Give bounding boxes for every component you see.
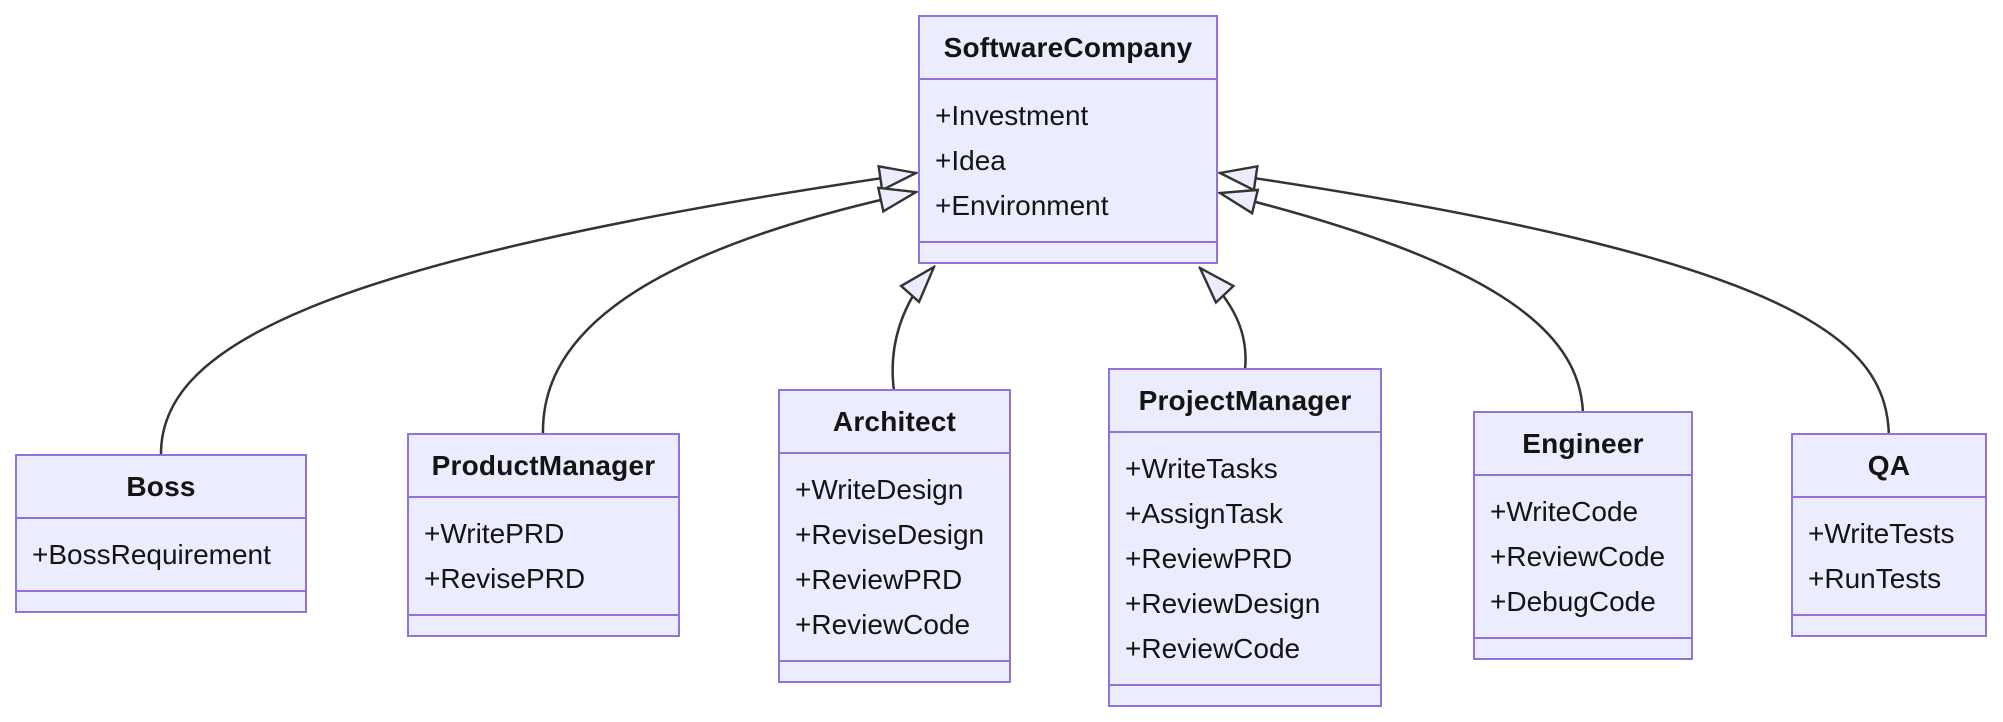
- inheritance-edge-boss-to-softwarecompany: [159, 173, 916, 457]
- class-member-label: +ReviewCode: [795, 609, 971, 640]
- class-node-productmanager: ProductManager +WritePRD +RevisePRD: [407, 433, 680, 637]
- class-members-section: +WriteTasks +AssignTask +ReviewPRD +ReviewD…: [1110, 431, 1380, 684]
- class-name-label: ProductManager: [431, 450, 656, 481]
- class-members-section: +WriteCode +ReviewCode +DebugCode: [1475, 474, 1691, 637]
- class-member-label: +Investment: [935, 100, 1089, 131]
- class-member-label: +ReviewDesign: [1125, 588, 1321, 619]
- class-node-architect: Architect +WriteDesign +ReviseDesign +Revie…: [778, 389, 1011, 683]
- class-methods-empty-section: [920, 241, 1216, 262]
- class-methods-empty-section: [1793, 614, 1985, 635]
- class-name-label: Engineer: [1522, 428, 1644, 459]
- class-node-qa: QA +WriteTests +RunTests: [1791, 433, 1987, 637]
- class-member-label: +DebugCode: [1490, 586, 1656, 617]
- class-methods-empty-section: [780, 660, 1009, 681]
- class-member-label: +ReviewPRD: [795, 564, 963, 595]
- class-members-section: +Investment +Idea +Environment: [920, 78, 1216, 241]
- class-member-label: +WriteTasks: [1125, 453, 1278, 484]
- class-members-section: +BossRequirement: [17, 517, 305, 590]
- inheritance-edge-engineer-to-softwarecompany: [1220, 193, 1585, 414]
- class-member-label: +AssignTask: [1125, 498, 1283, 529]
- class-name-label: ProjectManager: [1138, 385, 1352, 416]
- class-methods-empty-section: [17, 590, 305, 611]
- class-name-label: Boss: [126, 471, 196, 502]
- class-member-label: +WriteCode: [1490, 496, 1639, 527]
- class-node-boss: Boss +BossRequirement: [15, 454, 307, 613]
- inheritance-edge-architect-to-softwarecompany: [891, 267, 934, 392]
- class-member-label: +WritePRD: [424, 518, 565, 549]
- class-members-section: +WriteDesign +ReviseDesign +ReviewPRD +Revi…: [780, 452, 1009, 660]
- class-member-label: +WriteTests: [1808, 518, 1955, 549]
- inheritance-edge-qa-to-softwarecompany: [1220, 173, 1891, 437]
- class-member-label: +Idea: [935, 145, 1006, 176]
- class-member-label: +WriteDesign: [795, 474, 964, 505]
- class-member-label: +ReviewCode: [1125, 633, 1301, 664]
- class-methods-empty-section: [1110, 684, 1380, 705]
- inheritance-edge-productmanager-to-softwarecompany: [541, 192, 916, 436]
- class-name-label: QA: [1867, 450, 1911, 481]
- class-member-label: +BossRequirement: [32, 539, 271, 570]
- class-member-label: +RevisePRD: [424, 563, 586, 594]
- class-methods-empty-section: [409, 614, 678, 635]
- class-member-label: +ReviewPRD: [1125, 543, 1293, 574]
- inheritance-edge-projectmanager-to-softwarecompany: [1200, 268, 1247, 371]
- class-member-label: +ReviseDesign: [795, 519, 985, 550]
- class-members-section: +WriteTests +RunTests: [1793, 496, 1985, 614]
- class-member-label: +RunTests: [1808, 563, 1942, 594]
- class-member-label: +Environment: [935, 190, 1109, 221]
- class-node-projectmanager: ProjectManager +WriteTasks +AssignTask +Rev…: [1108, 368, 1382, 707]
- class-name-label: Architect: [832, 406, 957, 437]
- class-node-engineer: Engineer +WriteCode +ReviewCode +DebugCode: [1473, 411, 1693, 660]
- class-name-label: SoftwareCompany: [943, 32, 1193, 63]
- class-methods-empty-section: [1475, 637, 1691, 658]
- class-members-section: +WritePRD +RevisePRD: [409, 496, 678, 614]
- class-node-softwarecompany: SoftwareCompany +Investment +Idea +Environm…: [918, 15, 1218, 264]
- class-member-label: +ReviewCode: [1490, 541, 1666, 572]
